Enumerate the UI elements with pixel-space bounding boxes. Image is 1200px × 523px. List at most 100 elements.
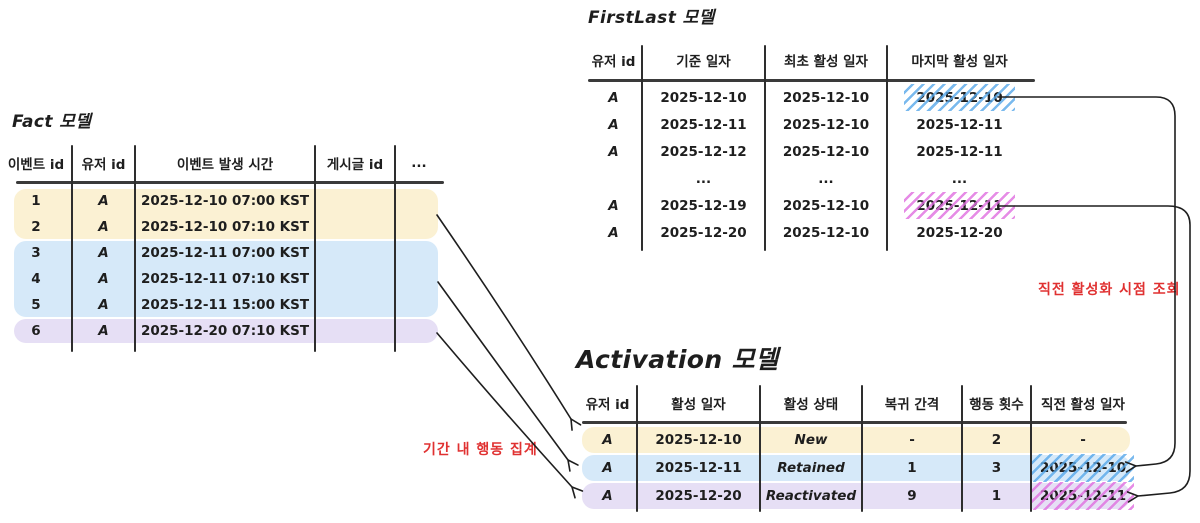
header-underline	[16, 181, 444, 184]
column-header: 활성 상태	[783, 397, 839, 413]
table-cell: A	[608, 143, 619, 160]
arrow-fact-purple-to-activation	[436, 332, 584, 499]
table-cell: ...	[951, 170, 968, 187]
activation-model-title: Activation 모델	[576, 345, 779, 374]
table-cell: 2025-12-11	[660, 116, 747, 133]
table-cell: ...	[818, 170, 834, 187]
header-underline	[588, 79, 1035, 82]
fact-model-title: Fact 모델	[12, 112, 92, 132]
table-cell: 2025-12-19	[660, 197, 747, 214]
table-cell: A	[608, 224, 619, 241]
arrow-fact-yellow-to-activation	[436, 214, 582, 431]
table-cell: A	[602, 488, 613, 504]
table-cell: 1	[31, 193, 41, 209]
firstlast-table: 유저 id 기준 일자 최초 활성 일자 마지막 활성 일자 A 2025-12-10 20…	[585, 42, 1035, 256]
table-cell: 9	[907, 488, 917, 504]
table-cell: A	[608, 116, 619, 133]
column-divider	[394, 145, 396, 352]
row-group-highlight	[14, 189, 438, 239]
table-cell: 1	[907, 460, 917, 476]
table-cell: -	[909, 432, 915, 448]
table-cell: 2025-12-10	[782, 197, 870, 214]
column-divider	[134, 145, 136, 352]
column-header: 유저 id	[585, 397, 630, 413]
column-header: 유저 id	[81, 157, 126, 173]
table-cell: New	[794, 432, 828, 448]
row-group-highlight	[14, 319, 438, 343]
column-divider	[886, 45, 888, 251]
column-header: 직전 활성 일자	[1041, 397, 1125, 413]
table-cell: A	[602, 432, 613, 448]
table-cell: 2025-12-10	[782, 224, 870, 241]
table-cell: 2025-12-20 07:10 KST	[140, 323, 310, 339]
table-cell: 4	[31, 271, 41, 287]
table-cell: 2025-12-11 07:10 KST	[140, 271, 310, 287]
column-header: 게시글 id	[326, 157, 384, 173]
column-header: 마지막 활성 일자	[911, 54, 1008, 70]
arrow-fact-blue-to-activation	[437, 281, 579, 472]
table-cell: 2025-12-20	[916, 224, 1003, 241]
table-cell: A	[98, 271, 109, 287]
table-cell: A	[608, 197, 619, 214]
column-divider	[314, 145, 316, 352]
column-header: 행동 횟수	[969, 397, 1024, 413]
table-cell: A	[98, 219, 109, 235]
table-cell: 2025-12-11	[1039, 488, 1127, 504]
column-header: 복귀 간격	[884, 397, 940, 413]
table-cell: A	[98, 245, 109, 261]
column-divider	[641, 45, 643, 251]
firstlast-model-title: FirstLast 모델	[588, 8, 715, 28]
column-divider	[961, 385, 963, 512]
column-divider	[636, 385, 638, 512]
lookup-annotation: 직전 활성화 시점 조회	[1038, 282, 1181, 298]
table-cell: 1	[991, 488, 1002, 504]
column-divider	[71, 145, 73, 352]
column-header: 기준 일자	[676, 54, 731, 70]
column-header: 유저 id	[591, 54, 636, 70]
row-group-highlight	[14, 241, 438, 317]
aggregate-annotation: 기간 내 행동 집계	[423, 442, 538, 458]
table-cell: 2025-12-10 07:10 KST	[140, 219, 310, 235]
table-cell: 2025-12-11 15:00 KST	[140, 297, 310, 313]
table-cell: A	[608, 89, 619, 106]
column-divider	[861, 385, 863, 512]
header-underline	[582, 421, 1127, 424]
table-cell: 2025-12-10	[782, 89, 870, 106]
table-cell: ...	[695, 170, 712, 187]
table-cell: 3	[31, 245, 41, 261]
table-cell: 2025-12-10	[1039, 460, 1127, 476]
table-cell: 2	[31, 219, 41, 235]
table-cell: 2025-12-11	[916, 197, 1003, 214]
table-cell: 2025-12-10	[782, 143, 870, 160]
table-cell: 2025-12-10	[782, 116, 870, 133]
column-header: 이벤트 id	[7, 157, 65, 173]
table-cell: A	[98, 193, 109, 209]
table-cell: Reactivated	[765, 488, 857, 504]
table-cell: 2	[991, 432, 1002, 448]
table-cell: A	[98, 297, 109, 313]
column-divider	[764, 45, 766, 251]
column-header: 이벤트 발생 시간	[176, 157, 274, 173]
activation-table: 유저 id 활성 일자 활성 상태 복귀 간격 행동 횟수 직전 활성 일자 A 2025-1…	[578, 385, 1138, 517]
table-cell: 2025-12-11 07:00 KST	[140, 245, 310, 261]
table-cell: 2025-12-10	[660, 89, 747, 106]
table-cell: 2025-12-10	[916, 89, 1003, 106]
table-cell: -	[1080, 432, 1086, 448]
table-cell: 2025-12-12	[660, 143, 747, 160]
table-cell: 6	[31, 323, 41, 339]
table-cell: 3	[991, 460, 1002, 476]
table-cell: 2025-12-11	[655, 460, 742, 476]
column-header: 활성 일자	[671, 397, 726, 413]
column-header: ...	[411, 155, 427, 171]
table-cell: 2025-12-20	[660, 224, 747, 241]
table-cell: 2025-12-10 07:00 KST	[140, 193, 310, 209]
table-cell: 5	[31, 297, 41, 313]
column-header: 최초 활성 일자	[784, 54, 868, 70]
table-cell: A	[98, 323, 109, 339]
table-cell: 2025-12-11	[916, 143, 1003, 160]
column-divider	[759, 385, 761, 512]
table-cell: 2025-12-10	[655, 432, 742, 448]
table-cell: Retained	[777, 460, 845, 476]
